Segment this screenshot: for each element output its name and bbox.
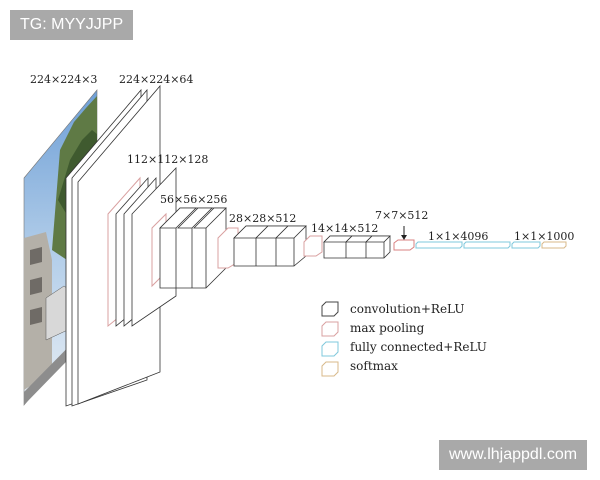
- legend-item-fully-connected: fully connected+ReLU: [321, 340, 487, 357]
- legend-swatch-convolution: [321, 301, 339, 317]
- label-fc-dims: 1×1×4096: [428, 230, 488, 243]
- legend-item-max-pooling: max pooling: [321, 321, 425, 337]
- legend-label-max-pooling: max pooling: [350, 321, 425, 335]
- softmax-layer: [541, 241, 567, 249]
- legend-label-convolution: convolution+ReLU: [350, 302, 464, 316]
- legend-item-convolution: convolution+ReLU: [321, 301, 464, 317]
- label-input-dims: 224×224×3: [30, 73, 97, 86]
- legend-label-softmax: softmax: [350, 359, 398, 373]
- legend-swatch-fully-connected: [321, 341, 339, 357]
- legend: convolution+ReLU max pooling fully conne…: [321, 301, 487, 377]
- label-block5-dims: 14×14×512: [311, 222, 378, 235]
- block4-layers: [217, 225, 307, 269]
- label-block2-dims: 112×112×128: [127, 153, 208, 166]
- watermark-bottom-right: www.lhjappdl.com: [439, 440, 588, 470]
- label-block4-dims: 28×28×512: [229, 212, 296, 225]
- block2-layers: [107, 167, 177, 328]
- legend-swatch-max-pooling: [321, 321, 339, 337]
- legend-item-softmax: softmax: [321, 359, 398, 377]
- label-pool5-dims: 7×7×512: [375, 209, 428, 222]
- label-output-dims: 1×1×1000: [514, 230, 574, 243]
- pool5-layer: [393, 226, 415, 251]
- label-block3-dims: 56×56×256: [160, 193, 227, 206]
- block5-layers: [303, 235, 391, 259]
- watermark-top-left: TG: MYYJJPP: [10, 10, 134, 40]
- fully-connected-layers: [415, 241, 541, 249]
- label-block1-dims: 224×224×64: [119, 73, 193, 86]
- legend-label-fully-connected: fully connected+ReLU: [350, 340, 487, 354]
- block3-layers: [151, 207, 227, 289]
- legend-swatch-softmax: [321, 361, 339, 377]
